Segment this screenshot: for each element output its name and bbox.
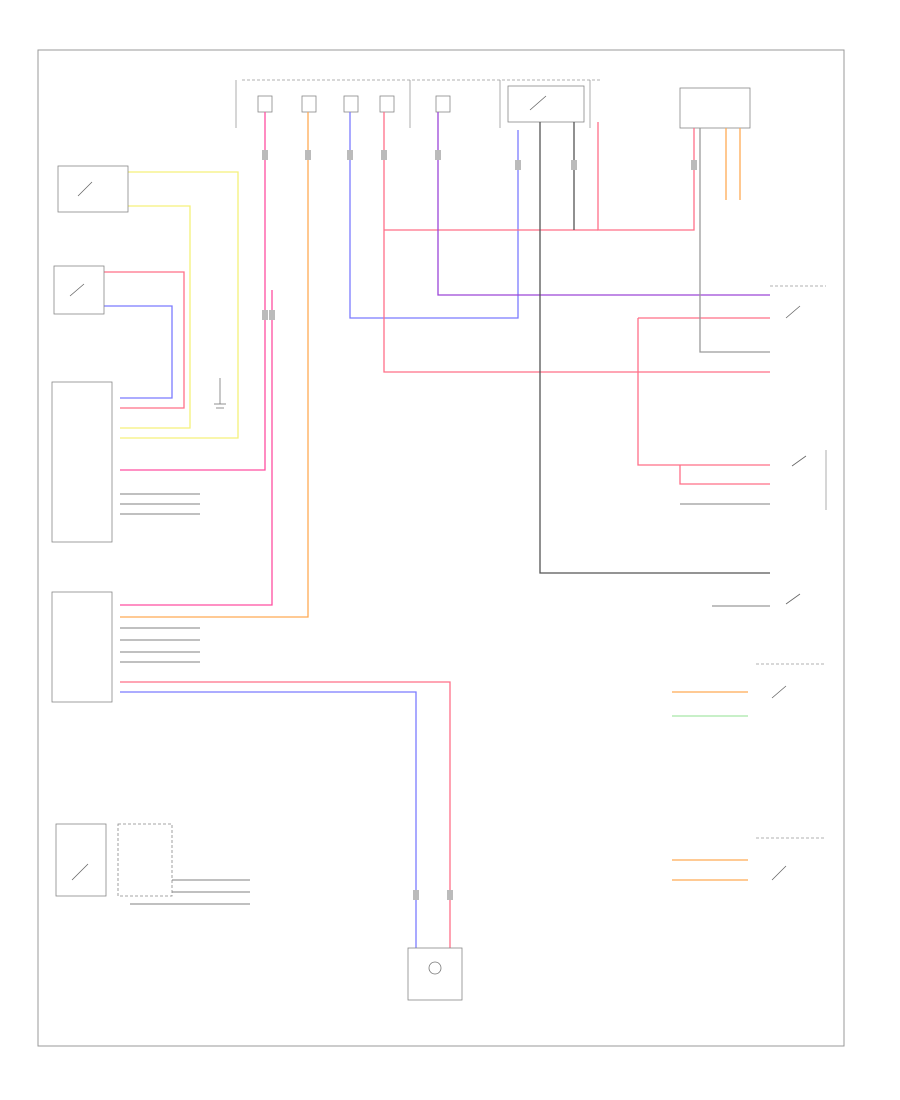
clutch-pedal-switch [57,165,129,213]
relay-contact [507,85,585,123]
wire-purple [437,112,770,296]
wire-orange [120,112,309,618]
wire-blue-brake [104,305,173,399]
right-switch-2 [791,450,827,510]
wire-red-module [597,122,695,231]
fuse-panel [235,79,600,128]
right-switch-4 [756,663,826,699]
fuse-5 [435,95,451,113]
right-switch-5 [756,837,826,881]
connector-marks [262,150,697,900]
wire-red-right [637,317,770,485]
ground-symbol-left [214,378,226,409]
fuse-4 [379,95,395,113]
wire-red-fuse4 [383,112,770,373]
right-switch-3 [785,593,801,605]
brake-light-switch [53,265,105,315]
right-switch-1 [770,285,826,319]
wire-pink-1 [120,112,266,471]
wire-pink-2 [120,290,273,606]
wire-yellow [120,171,239,439]
wire-yellow-2 [120,205,191,429]
fuse-2 [301,95,317,113]
fuse-1 [257,95,273,113]
diagram-frame [37,49,845,1047]
wire-gray-stubs [120,493,250,905]
wire-runs [104,112,770,948]
wire-red-lower [120,681,451,948]
fuse-3 [343,95,359,113]
wire-red-brake [104,271,185,409]
shift-lock-solenoid [407,947,463,1001]
transmission-control-module [51,591,113,703]
wire-blue-top [349,112,519,319]
control-module-top-right [679,87,751,129]
wire-black [539,122,770,574]
engine-control-module [51,381,113,543]
wire-blue-lower [120,691,417,948]
wire-orange-module [725,128,741,200]
wire-gray-right [680,128,770,607]
range-sensor-bottom-left [55,823,173,897]
